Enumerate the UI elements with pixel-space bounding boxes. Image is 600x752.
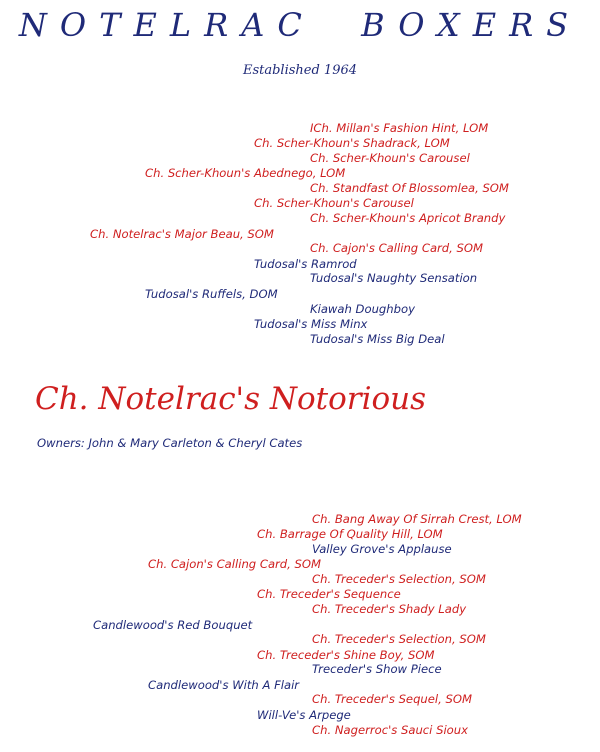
pedigree-entry: Tudosal's Naughty Sensation (310, 271, 478, 285)
pedigree-entry: Candlewood's Red Bouquet (93, 618, 253, 632)
pedigree-entry: Ch. Treceder's Sequence (257, 587, 401, 601)
pedigree-entry: Tudosal's Ramrod (254, 257, 357, 271)
pedigree-entry: Ch. Notelrac's Major Beau, SOM (90, 227, 274, 241)
dog-name: Ch. Notelrac's Notorious (35, 381, 427, 417)
pedigree-entry: Ch. Bang Away Of Sirrah Crest, LOM (312, 512, 522, 526)
pedigree-entry: Ch. Barrage Of Quality Hill, LOM (257, 527, 443, 541)
pedigree-entry: Ch. Scher-Khoun's Carousel (310, 151, 470, 165)
pedigree-entry: Tudosal's Ruffels, DOM (145, 287, 278, 301)
pedigree-entry: Ch. Treceder's Shine Boy, SOM (257, 648, 435, 662)
pedigree-entry: Ch. Cajon's Calling Card, SOM (148, 557, 322, 571)
pedigree-entry: Treceder's Show Piece (312, 662, 442, 676)
pedigree-entry: Ch. Treceder's Sequel, SOM (312, 692, 472, 706)
pedigree-entry: Ch. Cajon's Calling Card, SOM (310, 241, 484, 255)
pedigree-entry: ICh. Millan's Fashion Hint, LOM (310, 121, 489, 135)
pedigree-entry: Ch. Treceder's Selection, SOM (312, 572, 486, 586)
pedigree-entry: Ch. Scher-Khoun's Shadrack, LOM (254, 136, 450, 150)
owners-line: Owners: John & Mary Carleton & Cheryl Ca… (37, 436, 303, 450)
pedigree-entry: Candlewood's With A Flair (148, 678, 300, 692)
pedigree-entry: Ch. Nagerroc's Sauci Sioux (312, 723, 468, 737)
pedigree-entry: Valley Grove's Applause (312, 542, 452, 556)
pedigree-entry: Kiawah Doughboy (310, 302, 415, 316)
kennel-title: NOTELRAC BOXERS (18, 6, 582, 44)
pedigree-entry: Tudosal's Miss Big Deal (310, 332, 445, 346)
pedigree-entry: Ch. Scher-Khoun's Abednego, LOM (145, 166, 346, 180)
pedigree-entry: Will-Ve's Arpege (257, 708, 351, 722)
pedigree-entry: Ch. Standfast Of Blossomlea, SOM (310, 181, 509, 195)
pedigree-entry: Ch. Treceder's Shady Lady (312, 602, 467, 616)
pedigree-entry: Ch. Scher-Khoun's Carousel (254, 196, 414, 210)
pedigree-entry: Tudosal's Miss Minx (254, 317, 368, 331)
established-line: Established 1964 (242, 63, 358, 78)
pedigree-entry: Ch. Scher-Khoun's Apricot Brandy (310, 211, 506, 225)
pedigree-entry: Ch. Treceder's Selection, SOM (312, 632, 486, 646)
